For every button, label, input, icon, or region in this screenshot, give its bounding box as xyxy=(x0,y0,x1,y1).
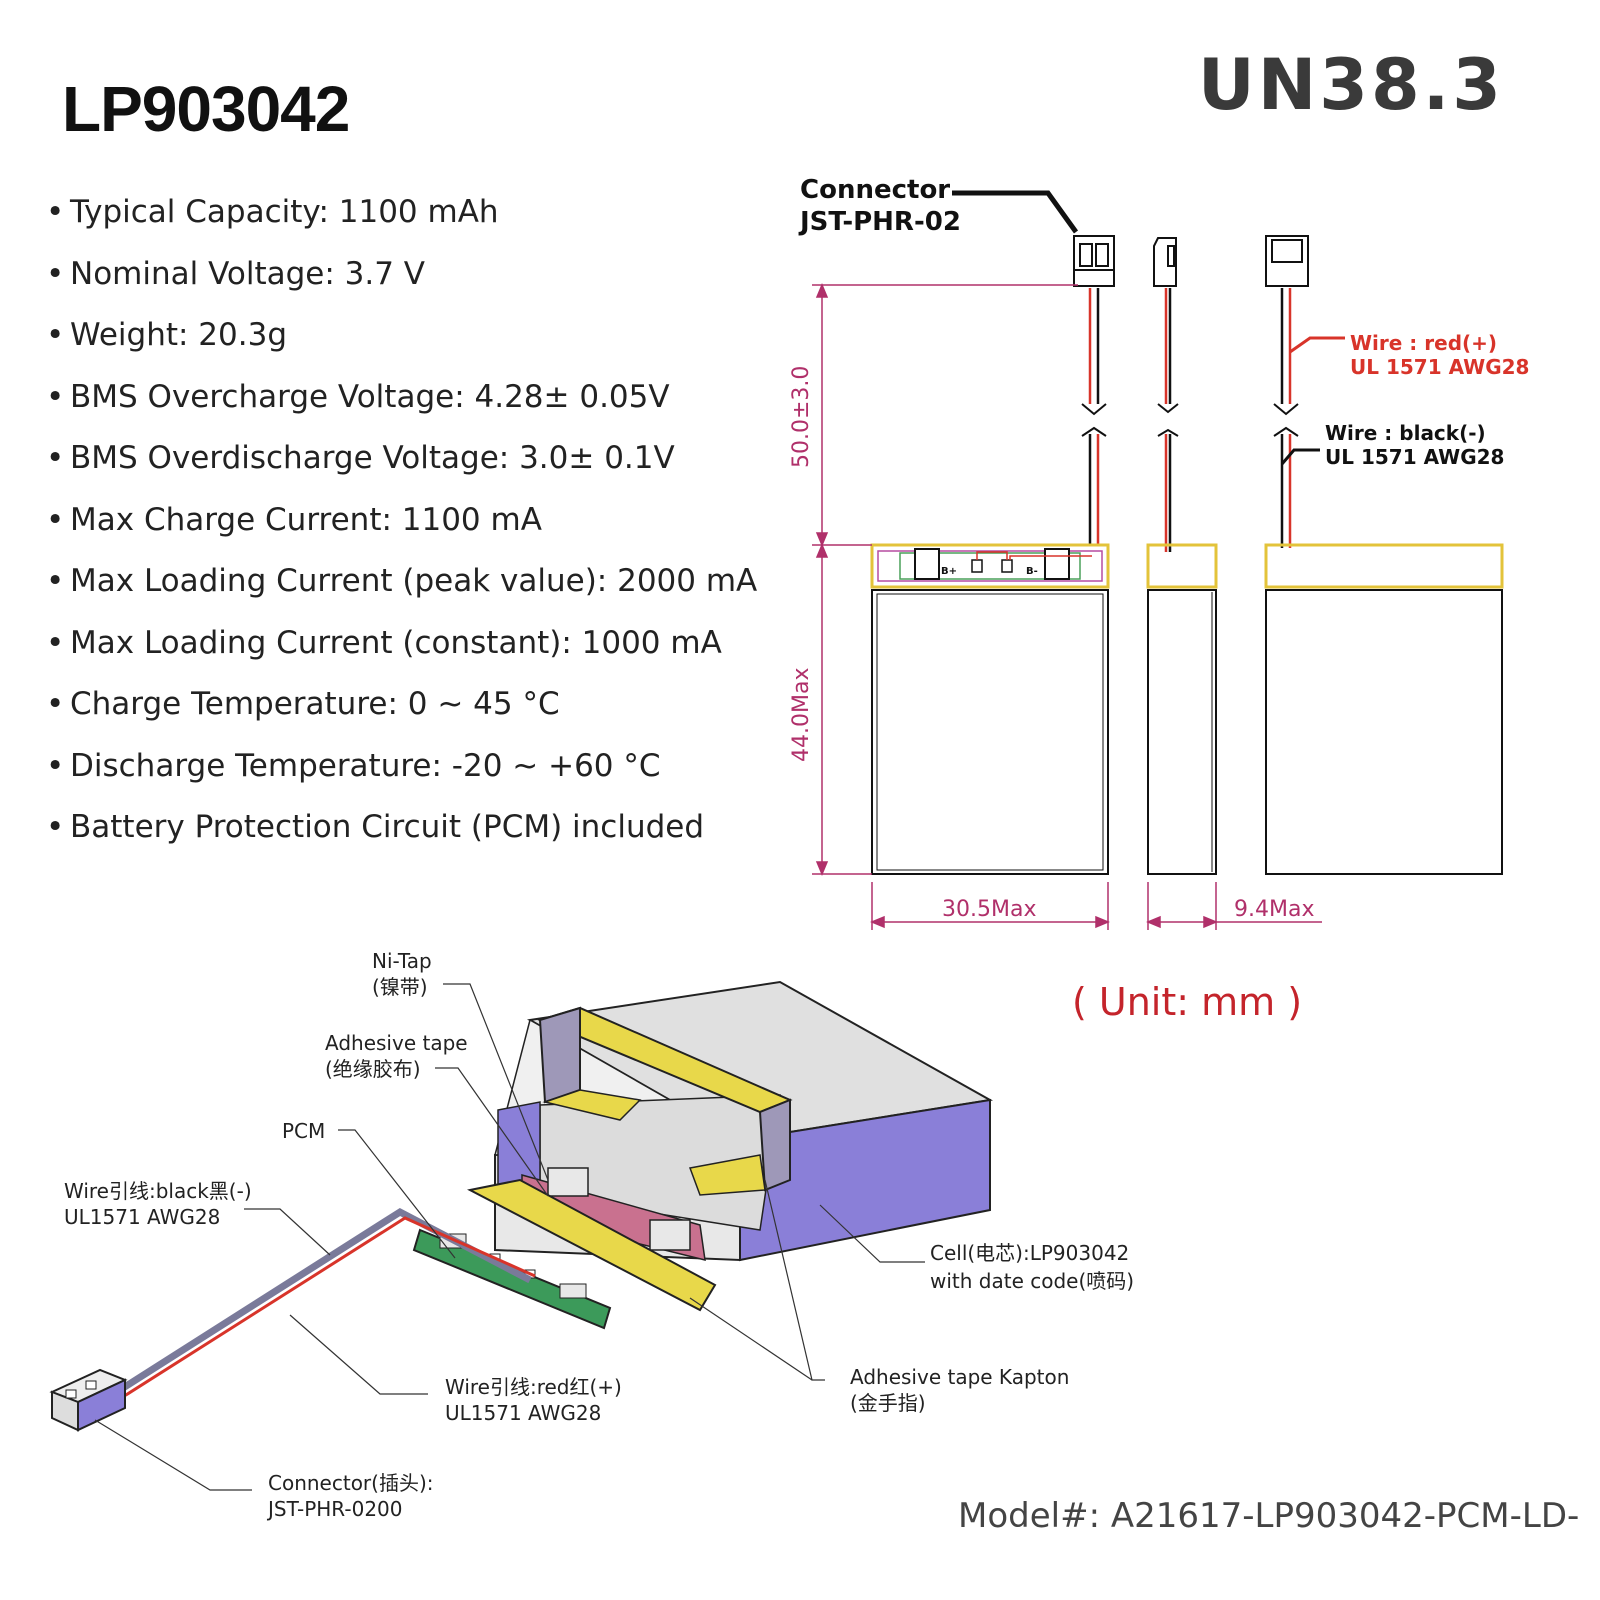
model-number: Model#: A21617-LP903042-PCM-LD- xyxy=(958,1496,1580,1536)
spec-item: •BMS Overcharge Voltage: 4.28± 0.05V xyxy=(46,378,670,415)
black-wire-leader xyxy=(1280,448,1320,465)
spec-item: •Discharge Temperature: -20 ~ +60 °C xyxy=(46,747,661,784)
spec-item: •Typical Capacity: 1100 mAh xyxy=(46,194,499,230)
pcm-pad-bplus: B+ xyxy=(941,566,957,577)
spec-item: •Nominal Voltage: 3.7 V xyxy=(46,255,426,292)
label-ni-tap-line2: (镍带) xyxy=(372,975,428,999)
connector-label-line2: JST-PHR-02 xyxy=(798,207,961,237)
battery-front-view: B+ B- xyxy=(870,543,1110,875)
battery-back-view xyxy=(1264,543,1504,875)
wires-front xyxy=(1081,288,1107,545)
adhesive-tape-loop xyxy=(537,1006,793,1196)
connector-back-view xyxy=(1265,235,1309,287)
connector-front-view xyxy=(1073,235,1115,287)
dim-cell-height: 44.0Max xyxy=(789,668,814,762)
tab-pad xyxy=(649,1219,691,1251)
dim-wire-length: 50.0±3.0 xyxy=(789,366,814,468)
red-wire-label-line1: Wire : red(+) xyxy=(1350,331,1497,355)
spec-item: •Max Loading Current (constant): 1000 mA xyxy=(46,624,722,661)
dim-cell-width: 30.5Max xyxy=(942,897,1036,922)
red-wire xyxy=(117,1216,536,1402)
label-connector-line2: JST-PHR-0200 xyxy=(266,1497,403,1521)
spec-item: •Charge Temperature: 0 ~ 45 °C xyxy=(46,686,560,722)
exploded-view: Ni-Tap (镍带) Adhesive tape (绝缘胶布) PCM Wir… xyxy=(49,949,1134,1521)
spec-item: •Max Charge Current: 1100 mA xyxy=(46,501,542,538)
label-cell-line2: with date code(喷码) xyxy=(930,1269,1134,1293)
spec-item: •Battery Protection Circuit (PCM) includ… xyxy=(46,809,705,845)
label-wire-red-line1: Wire引线:red红(+) xyxy=(445,1375,622,1399)
black-wire xyxy=(110,1207,532,1398)
spec-item: •Weight: 20.3g xyxy=(46,317,287,353)
label-adhesive-line2: (绝缘胶布) xyxy=(325,1057,421,1081)
pcm-pad-bminus: B- xyxy=(1026,566,1038,577)
connector-leader xyxy=(952,190,1079,234)
technical-drawing: Connector JST-PHR-02 xyxy=(789,175,1529,930)
label-ni-tap-line1: Ni-Tap xyxy=(372,949,432,973)
certification-mark: UN38.3 xyxy=(1197,44,1504,126)
red-wire-leader xyxy=(1289,336,1345,354)
callout-leaders xyxy=(94,983,925,1491)
battery-side-view xyxy=(1146,543,1218,875)
label-adhesive-line1: Adhesive tape xyxy=(325,1031,468,1055)
dim-cell-thickness: 9.4Max xyxy=(1234,897,1314,922)
horizontal-dimensions xyxy=(870,882,1322,930)
wires-side xyxy=(1157,288,1179,552)
black-wire-label-line1: Wire : black(-) xyxy=(1325,421,1486,445)
label-wire-black-line2: UL1571 AWG28 xyxy=(64,1205,220,1229)
black-wire-label-line2: UL 1571 AWG28 xyxy=(1325,445,1504,469)
label-kapton-line2: (金手指) xyxy=(850,1391,926,1415)
red-wire-label-line2: UL 1571 AWG28 xyxy=(1350,355,1529,379)
connector-3d xyxy=(49,1368,128,1432)
label-connector-line1: Connector(插头): xyxy=(268,1471,434,1495)
kapton-base xyxy=(467,1178,717,1312)
vertical-dimensions xyxy=(812,283,1078,876)
connector-label-line1: Connector xyxy=(800,175,950,205)
unit-note: ( Unit: mm ) xyxy=(1072,980,1303,1024)
label-cell-line1: Cell(电芯):LP903042 xyxy=(930,1241,1129,1265)
connector-side-view xyxy=(1153,237,1177,287)
label-kapton-line1: Adhesive tape Kapton xyxy=(850,1365,1069,1389)
label-wire-black-line1: Wire引线:black黑(-) xyxy=(64,1179,252,1203)
spec-item: •Max Loading Current (peak value): 2000 … xyxy=(46,563,758,599)
label-wire-red-line2: UL1571 AWG28 xyxy=(445,1401,601,1425)
tab-pad xyxy=(547,1167,589,1197)
spec-item: •BMS Overdischarge Voltage: 3.0± 0.1V xyxy=(46,440,675,476)
spec-list: •Typical Capacity: 1100 mAh •Nominal Vol… xyxy=(46,190,757,867)
label-pcm: PCM xyxy=(282,1119,325,1143)
wires-back xyxy=(1273,288,1299,548)
product-title: LP903042 xyxy=(62,73,350,145)
